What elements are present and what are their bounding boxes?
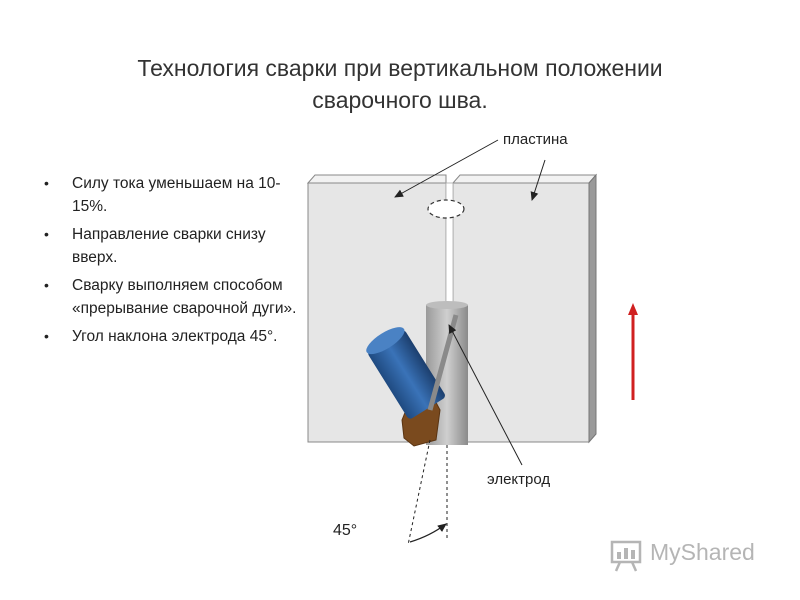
angle-arc (409, 523, 447, 543)
electrode-holder (366, 327, 445, 419)
bullet-item: •Угол наклона электрода 45°. (44, 328, 278, 345)
plate-pointer-left (394, 139, 499, 198)
watermark-text: MyShared (650, 539, 755, 565)
bullet-text: Сварку выполняем способом «прерывание св… (72, 277, 297, 317)
slide-title: Технология сварки при вертикальном полож… (137, 55, 663, 113)
bullet-item: •Сварку выполняем способом «прерывание с… (44, 277, 297, 317)
bullet-list: •Силу тока уменьшаем на 10-15%. •Направл… (40, 172, 300, 353)
right-plate (451, 173, 598, 444)
angle-label: 45° (333, 522, 358, 539)
bullet-item: •Силу тока уменьшаем на 10-15%. (44, 175, 281, 215)
plate-pointer-right (530, 159, 546, 201)
electrode-label: электрод (487, 471, 551, 488)
bullet-item: •Направление сварки снизу вверх. (44, 226, 266, 266)
presentation-board-icon (610, 540, 642, 572)
weld-spot-ellipse (427, 199, 465, 219)
bullet-text: Направление сварки снизу вверх. (72, 226, 266, 266)
electrode-axis-line (407, 439, 431, 546)
bullet-text: Угол наклона электрода 45°. (72, 328, 278, 345)
watermark: MyShared (606, 535, 776, 575)
bullet-text: Силу тока уменьшаем на 10-15%. (72, 175, 281, 215)
electrode-pointer (448, 324, 523, 466)
plate-label: пластина (503, 131, 568, 148)
